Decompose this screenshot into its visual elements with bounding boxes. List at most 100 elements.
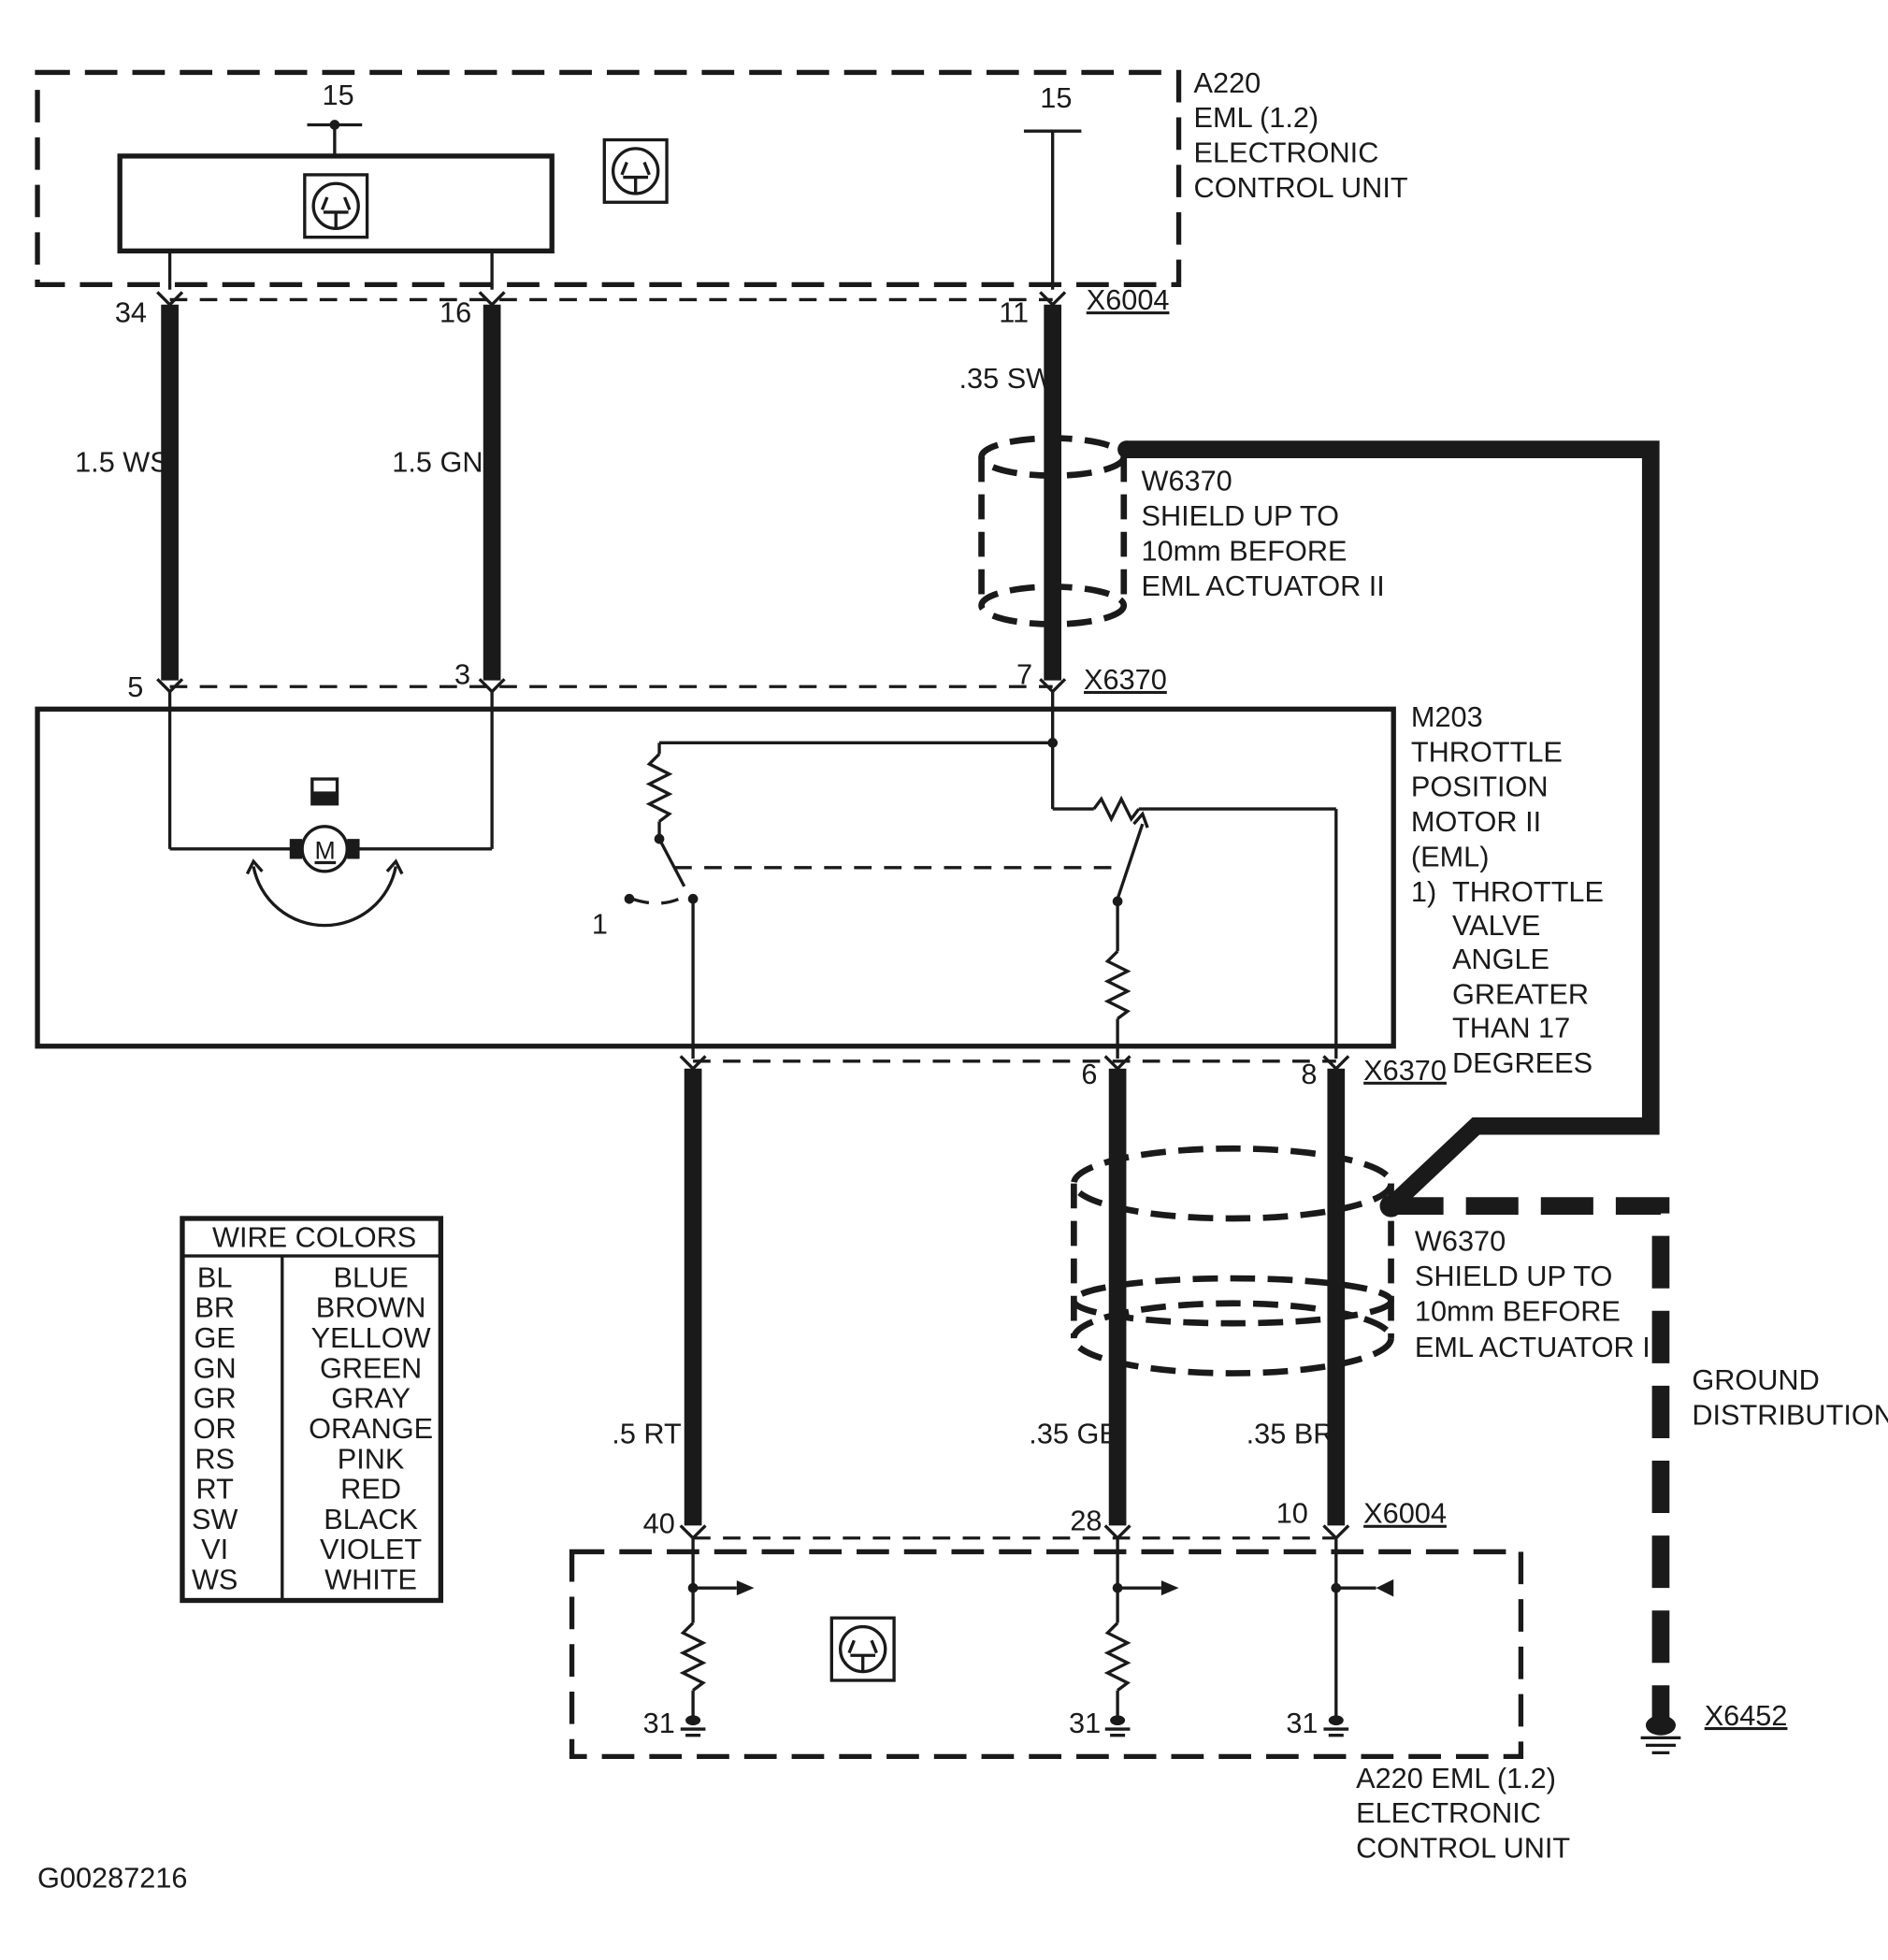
switch-note-ref: 1 <box>592 908 608 941</box>
motor-note-3: ANGLE <box>1452 943 1549 975</box>
wire-color-code: WS <box>192 1563 238 1595</box>
wire-color-name: RED <box>340 1473 401 1506</box>
wire-color-code: VI <box>201 1533 228 1565</box>
connector-x6370-top: 5 3 7 X6370 <box>127 658 1167 703</box>
figure-id: G00287216 <box>37 1862 187 1895</box>
ground-31-left: 31 <box>643 1707 675 1739</box>
shield-upper-line-2: SHIELD UP TO <box>1141 499 1339 532</box>
wire-color-name: VIOLET <box>320 1533 422 1565</box>
motor-symbol: M <box>315 837 336 865</box>
wire-color-code: BR <box>195 1291 235 1324</box>
wire-label-ws: 1.5 WS <box>75 446 169 479</box>
ecu-top: 15 15 A220 EML (1.2) ELECTRONIC CONTROL … <box>35 66 1408 290</box>
ground-icon <box>1104 1715 1131 1737</box>
pin-11: 11 <box>999 295 1029 328</box>
transistor-icon <box>829 1616 896 1682</box>
ecu-top-title-1: A220 <box>1194 66 1261 99</box>
wire-label-gn: 1.5 GN <box>392 446 483 479</box>
wire-color-name: GRAY <box>331 1382 411 1415</box>
shield-lower-line-2: SHIELD UP TO <box>1415 1260 1613 1292</box>
transistor-icon <box>303 173 369 239</box>
wires-upper: 1.5 WS 1.5 GN .35 SW <box>75 304 1062 681</box>
connector-x6004-lower: 40 28 10 X6004 <box>643 1497 1447 1541</box>
wire-colors-table: WIRE COLORS BL BLUE BR BROWN GE YELLOW GN GREEN… <box>180 1216 444 1604</box>
shield-upper: W6370 SHIELD UP TO 10mm BEFORE EML ACTUA… <box>978 435 1385 627</box>
wire-color-name: WHITE <box>324 1563 417 1595</box>
ecu-bottom: 31 31 31 A220 EML (1.2) ELECTRONIC CONTR… <box>569 1537 1570 1865</box>
connector-x6452-label: X6452 <box>1705 1699 1788 1732</box>
ground-icon <box>1323 1715 1349 1737</box>
pin-5: 5 <box>127 670 143 703</box>
motor-note-6: DEGREES <box>1452 1046 1593 1079</box>
pin-40: 40 <box>643 1506 675 1539</box>
wire-color-code: GE <box>195 1321 236 1354</box>
ground-label-1: GROUND <box>1692 1363 1819 1396</box>
wire-label-ge: .35 GE <box>1029 1417 1118 1449</box>
shield-drain-wire <box>1126 440 1660 1213</box>
motor-title-4: MOTOR II <box>1411 805 1541 838</box>
wire-color-name: YELLOW <box>311 1321 431 1354</box>
motor-title-3: POSITION <box>1411 771 1549 803</box>
shield-upper-line-4: EML ACTUATOR II <box>1141 569 1384 602</box>
motor-title-5: (EML) <box>1411 841 1490 873</box>
shield-lower-line-4: EML ACTUATOR II <box>1415 1331 1658 1363</box>
wire-color-name: BLUE <box>333 1261 408 1293</box>
ecu-top-outline <box>35 69 1182 288</box>
ecu-bottom-title-1: A220 EML (1.2) <box>1356 1762 1556 1794</box>
wire-color-name: BROWN <box>316 1291 426 1324</box>
pin-16: 16 <box>440 295 471 328</box>
wire-label-br: .35 BR <box>1247 1417 1334 1449</box>
pin-34: 34 <box>115 295 147 328</box>
motor-note-1: THROTTLE <box>1452 875 1604 908</box>
wire-color-code: RS <box>195 1442 235 1475</box>
ground-31-middle: 31 <box>1069 1707 1101 1739</box>
wire-label-rt: .5 RT <box>612 1417 682 1449</box>
motor-icon: M <box>289 825 360 873</box>
transistor-icon <box>602 137 669 204</box>
connector-x6004-upper: 34 16 11 X6004 <box>115 283 1170 328</box>
ecu-top-title-3: ELECTRONIC <box>1194 137 1379 169</box>
ecu-bottom-title-2: ELECTRONIC <box>1356 1796 1541 1829</box>
wire-color-name: PINK <box>338 1442 405 1475</box>
wire-label-sw: .35 SW <box>959 362 1054 395</box>
wire-color-code: OR <box>194 1412 237 1445</box>
ground-31-right: 31 <box>1286 1707 1318 1739</box>
wire-color-name: ORANGE <box>309 1412 433 1445</box>
motor-note-2: VALVE <box>1452 909 1540 942</box>
ground-distribution: GROUND DISTRIBUTION X6452 <box>1391 1197 1888 1755</box>
ecu-top-title-2: EML (1.2) <box>1194 101 1319 134</box>
connector-x6370-top-label: X6370 <box>1084 663 1167 696</box>
rotation-arrow <box>252 866 397 928</box>
wire-color-code: BL <box>197 1261 233 1293</box>
connector-x6370-bottom: 6 8 X6370 <box>679 1054 1447 1090</box>
motor-indicator-icon <box>310 777 339 806</box>
pin-6: 6 <box>1081 1058 1097 1090</box>
ground-icon <box>680 1715 706 1737</box>
ecu-top-title-4: CONTROL UNIT <box>1194 171 1408 204</box>
pin-10: 10 <box>1276 1497 1308 1530</box>
wire-color-code: RT <box>195 1473 234 1506</box>
wire-color-code: SW <box>192 1503 238 1535</box>
shield-upper-line-1: W6370 <box>1141 465 1232 497</box>
motor-outline <box>35 706 1396 1049</box>
motor-m203: M 1 <box>35 691 1604 1079</box>
shield-lower-line-3: 10mm BEFORE <box>1415 1294 1621 1327</box>
connector-x6370-bottom-label: X6370 <box>1363 1054 1447 1087</box>
motor-title-1: M203 <box>1411 700 1483 733</box>
shield-upper-line-3: 10mm BEFORE <box>1141 534 1347 567</box>
pin-8: 8 <box>1301 1058 1317 1090</box>
shield-lower: W6370 SHIELD UP TO 10mm BEFORE EML ACTUA… <box>1071 1145 1658 1376</box>
wire-colors-header: WIRE COLORS <box>212 1221 416 1254</box>
motor-note-4: GREATER <box>1452 977 1589 1010</box>
wire-color-code: GN <box>194 1351 237 1384</box>
wire-color-code: GR <box>194 1382 237 1415</box>
pin-3: 3 <box>454 658 470 691</box>
connector-x6004-label: X6004 <box>1087 283 1170 316</box>
wire-color-name: GREEN <box>320 1351 422 1384</box>
terminal-15-right: 15 <box>1040 81 1072 114</box>
motor-title-2: THROTTLE <box>1411 735 1563 768</box>
shield-lower-line-1: W6370 <box>1415 1225 1506 1258</box>
ground-label-2: DISTRIBUTION <box>1692 1398 1888 1431</box>
motor-note-5: THAN 17 <box>1452 1011 1570 1044</box>
